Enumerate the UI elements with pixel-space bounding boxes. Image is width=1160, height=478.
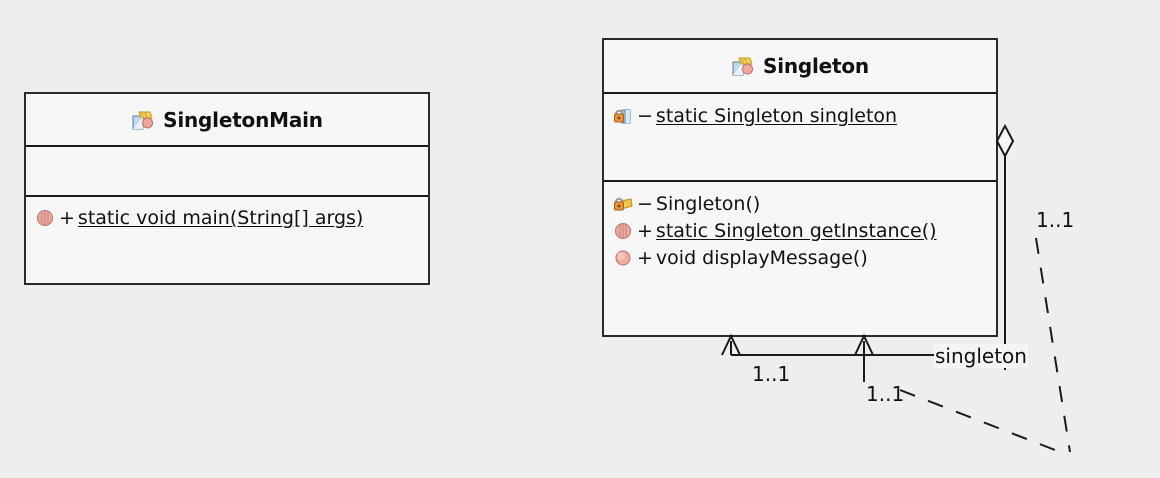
class-box-singleton-main[interactable]: SingletonMain + static void main(String[… (24, 92, 430, 285)
role-label-singleton: singleton (934, 344, 1028, 368)
public-static-method-icon (612, 221, 634, 241)
class-icon (731, 55, 755, 77)
dependency-dashed-left (899, 389, 1069, 456)
operation-visibility: + (637, 219, 653, 242)
dependency-dashed-right (1035, 237, 1071, 453)
operations-compartment-singleton-main: + static void main(String[] args) (26, 195, 428, 283)
open-arrow-icon (854, 333, 874, 356)
operation-visibility: − (637, 193, 653, 215)
operations-compartment-singleton: − Singleton() + static Singleton getInst… (604, 180, 996, 335)
operation-visibility: + (637, 246, 653, 269)
class-name-singleton: Singleton (763, 54, 869, 78)
operation-signature: void displayMessage() (655, 246, 868, 269)
attributes-compartment-singleton: − static Singleton singleton (604, 92, 996, 180)
class-title-singleton-main: SingletonMain (26, 94, 428, 145)
operation-row[interactable]: − Singleton() (604, 191, 996, 218)
private-static-field-icon (612, 106, 634, 126)
multiplicity-label-right-top: 1..1 (1036, 208, 1075, 232)
attribute-visibility: − (637, 105, 653, 127)
operation-signature: static Singleton getInstance() (655, 219, 937, 242)
operation-row[interactable]: + static void main(String[] args) (26, 205, 428, 232)
hollow-diamond-icon (995, 123, 1015, 159)
class-title-singleton: Singleton (604, 40, 996, 92)
operation-visibility: + (59, 207, 75, 229)
operation-signature: static void main(String[] args) (77, 207, 364, 229)
operation-row[interactable]: + static Singleton getInstance() (604, 218, 996, 245)
attribute-signature: static Singleton singleton (655, 105, 898, 127)
operation-row[interactable]: + void displayMessage() (604, 245, 996, 272)
class-name-singleton-main: SingletonMain (163, 107, 323, 132)
multiplicity-label-bottom-left: 1..1 (752, 362, 791, 386)
private-constructor-icon (612, 194, 634, 214)
attributes-compartment-singleton-main (26, 145, 428, 195)
operation-signature: Singleton() (655, 193, 761, 215)
public-static-method-icon (34, 208, 56, 228)
class-icon (131, 109, 155, 131)
public-method-icon (612, 248, 634, 268)
aggregation-connector (995, 123, 1015, 370)
multiplicity-label-bottom-mid: 1..1 (866, 382, 905, 406)
class-box-singleton[interactable]: Singleton − static Singleton singleton (602, 38, 998, 337)
open-arrow-icon (721, 333, 741, 356)
attribute-row[interactable]: − static Singleton singleton (604, 103, 996, 130)
